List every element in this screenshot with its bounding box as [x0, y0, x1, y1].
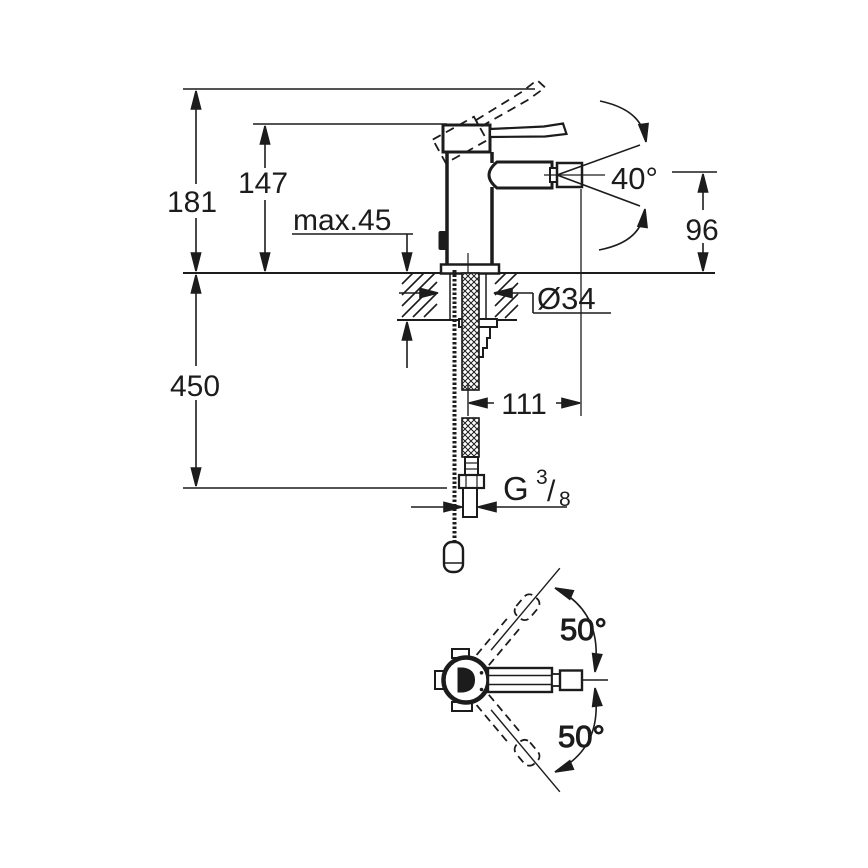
hose-union-nut — [457, 473, 486, 490]
dim-reach — [467, 189, 582, 416]
faucet-body-fill — [447, 152, 492, 265]
plan-spout — [486, 666, 608, 694]
spout-phantom-upper — [475, 567, 561, 666]
dim-supply-height — [190, 274, 202, 487]
front-view — [183, 78, 717, 574]
pop-up-rod-knob — [442, 540, 465, 574]
aerator-plan — [558, 669, 584, 692]
pop-up-rod-knob-back — [438, 231, 447, 250]
cartridge-profile — [457, 667, 475, 693]
front-view-labels: 181 147 max.45 40° 96 Ø34 450 111 G 3 / … — [167, 161, 719, 511]
hose-thread-tube — [462, 487, 478, 518]
cone-line-lower — [556, 174, 641, 207]
spout — [487, 160, 554, 190]
base-plate — [439, 263, 501, 275]
flexible-hose — [461, 272, 480, 458]
dim-max-deck-thickness — [292, 233, 413, 368]
dim-aerator-angle — [544, 100, 652, 251]
dim-thread — [411, 501, 567, 513]
handle-lever — [488, 122, 568, 139]
plan-body — [434, 648, 491, 712]
hose-nipple — [464, 456, 479, 476]
screw-dot-top — [479, 671, 484, 675]
thread-numerator: 3 — [536, 466, 548, 489]
handle-raised-phantom — [431, 78, 547, 165]
label-swivel-upper: 50° — [560, 612, 607, 647]
dim-spout-height — [259, 125, 271, 272]
label-aerator-angle: 40° — [611, 161, 658, 196]
dim-swivel-angles — [552, 582, 603, 778]
hatching-left — [401, 272, 438, 318]
label-outlet-height: 96 — [685, 214, 718, 247]
screw-dot-bottom — [479, 687, 484, 692]
label-thread: G 3 / 8 — [503, 466, 571, 511]
label-max-deck-thickness: max.45 — [293, 204, 391, 237]
label-hole-diameter: Ø34 — [537, 281, 596, 316]
spout-connector-plan — [551, 673, 561, 687]
faucet-front — [431, 78, 584, 296]
spout-plan — [486, 666, 554, 694]
label-supply-height: 450 — [170, 370, 220, 403]
dim-hole-diameter — [399, 287, 611, 314]
plan-view: 50° 50° — [434, 567, 608, 793]
cone-line-upper — [556, 144, 641, 176]
spout-phantom-lower — [475, 694, 561, 793]
deck-section — [397, 272, 519, 321]
label-spout-height: 147 — [238, 167, 288, 200]
label-reach: 111 — [501, 388, 547, 421]
arc-lower — [598, 211, 645, 251]
text-knockouts — [170, 168, 721, 417]
thread-denominator: 8 — [559, 488, 571, 511]
thread-prefix: G — [503, 470, 529, 507]
arc-upper — [599, 100, 646, 140]
thread-slash: / — [547, 475, 556, 508]
label-overall-height: 181 — [167, 186, 217, 219]
label-swivel-lower: 50° — [558, 719, 605, 754]
dim-overall-height — [190, 90, 202, 272]
dim-outlet-height — [697, 173, 709, 272]
under-deck-parts — [442, 270, 498, 574]
